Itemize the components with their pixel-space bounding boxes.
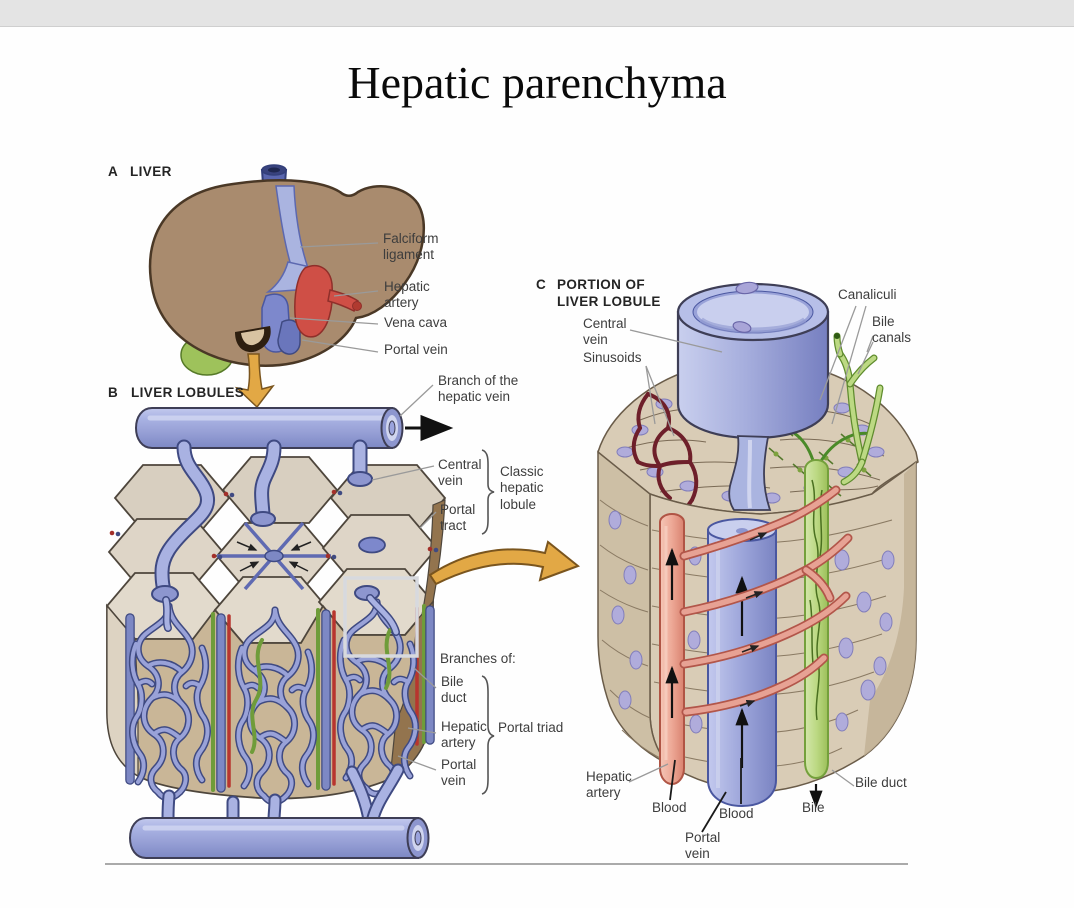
portal-vein-shape xyxy=(277,319,301,355)
bile-canal-tree xyxy=(833,332,884,486)
label-bile: Bile xyxy=(802,800,825,815)
label-c-bile-duct: Bile duct xyxy=(855,775,907,790)
label-a-portal-vein: Portal vein xyxy=(384,342,448,357)
portal-triad-vessels xyxy=(125,604,435,793)
label-bile-canals: Bile canals xyxy=(872,314,912,346)
face-nuclei xyxy=(608,510,895,734)
triad-dots xyxy=(109,489,439,560)
arrow-a-to-b xyxy=(234,353,275,409)
label-b-central-vein: Central vein xyxy=(438,457,482,489)
panel-c-leader-lines xyxy=(628,305,874,833)
panel-b-leader-lines xyxy=(371,384,495,795)
label-b-bile-duct: Bile duct xyxy=(441,674,467,706)
label-blood-right: Blood xyxy=(719,806,754,821)
label-b-hepatic-artery: Hepatic artery xyxy=(441,719,487,751)
panel-c-heading: PORTION OF LIVER LOBULE xyxy=(557,277,661,309)
panel-b-illustration xyxy=(105,384,581,859)
label-c-portal-vein: Portal vein xyxy=(685,830,721,862)
panel-a-letter: A xyxy=(108,164,119,179)
label-c-hepatic-artery: Hepatic artery xyxy=(586,769,632,801)
label-b-portal-vein: Portal vein xyxy=(441,757,477,789)
panel-b-letter: B xyxy=(108,385,119,400)
label-canaliculi: Canaliculi xyxy=(838,287,897,302)
panel-a-illustration xyxy=(148,164,425,409)
arrow-b-to-c xyxy=(428,540,581,586)
label-sinusoids: Sinusoids xyxy=(583,350,642,365)
panel-c-letter: C xyxy=(536,277,547,292)
slide-title: Hepatic parenchyma xyxy=(347,57,727,108)
hepatic-vein-branch-tube xyxy=(134,407,393,449)
central-vein-opening xyxy=(358,536,386,554)
sinusoid-star xyxy=(217,521,331,591)
panel-b-heading: LIVER LOBULES xyxy=(131,385,245,400)
panel-a-leader-lines xyxy=(289,242,379,353)
sinusoid-connectors xyxy=(679,485,853,717)
sinusoid-mesh xyxy=(132,602,415,802)
flow-arrows xyxy=(665,547,823,809)
label-c-central-vein: Central vein xyxy=(583,316,627,348)
label-classic-hepatic-lobule: Classic hepatic lobule xyxy=(500,464,544,512)
panel-a-heading: LIVER xyxy=(130,164,172,179)
label-branch-hepatic-vein: Branch of the hepatic vein xyxy=(438,373,519,405)
lobule-hexagons xyxy=(105,456,447,644)
label-a-hepatic-artery: Hepatic artery xyxy=(384,279,430,311)
label-branches-of: Branches of: xyxy=(440,651,516,666)
top-bar xyxy=(0,0,1074,27)
label-portal-tract: Portal tract xyxy=(440,502,476,534)
panel-c-illustration xyxy=(597,281,919,833)
label-blood-left: Blood xyxy=(652,800,687,815)
label-vena-cava: Vena cava xyxy=(384,315,448,330)
label-falciform-ligament: Falciform ligament xyxy=(383,231,439,263)
portal-vein-tube xyxy=(128,817,419,859)
zoom-region-box xyxy=(343,576,419,658)
label-portal-triad: Portal triad xyxy=(498,720,564,735)
central-vein-tubes xyxy=(151,439,400,636)
